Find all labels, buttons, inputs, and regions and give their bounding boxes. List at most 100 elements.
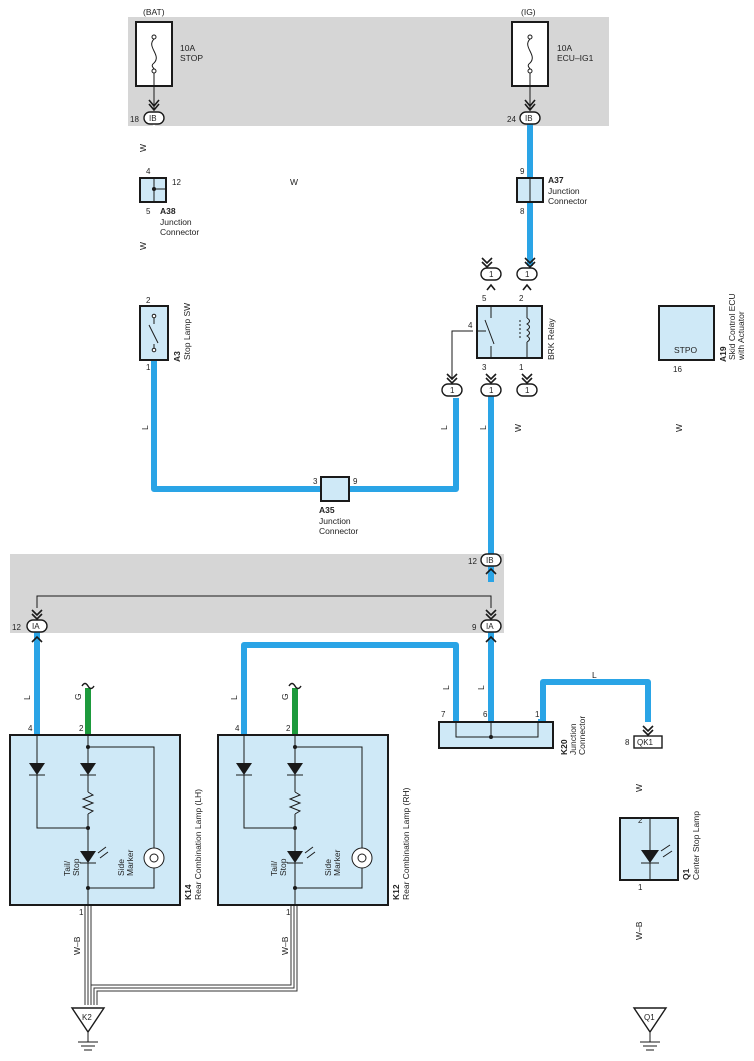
pin-numbers: 18 24 4 12 5 9 8 2 1 5 2 4 3 1 16 3 9 12… xyxy=(12,115,682,917)
svg-text:G: G xyxy=(73,693,83,700)
inline-1-label-b: 1 xyxy=(525,270,530,279)
svg-text:12: 12 xyxy=(12,623,21,632)
a38-junction-connector xyxy=(139,177,167,203)
fuse-stop-name: STOP xyxy=(180,53,203,63)
svg-text:G: G xyxy=(280,693,290,700)
svg-text:W–B: W–B xyxy=(280,936,290,955)
k12-side-2: Marker xyxy=(332,849,342,876)
a3-id: A3 xyxy=(172,351,182,362)
ground-k2 xyxy=(70,1007,106,1051)
svg-text:1: 1 xyxy=(286,908,291,917)
k12-tail-2: Stop xyxy=(278,858,288,876)
svg-text:12: 12 xyxy=(468,557,477,566)
a35-junction-connector xyxy=(320,476,350,502)
a35-name-2: Connector xyxy=(319,526,358,536)
svg-text:18: 18 xyxy=(130,115,139,124)
green-wires xyxy=(85,688,298,735)
svg-text:2: 2 xyxy=(146,296,151,305)
svg-text:L: L xyxy=(439,425,449,430)
svg-text:W: W xyxy=(513,424,523,432)
fuse-ecu-amp: 10A xyxy=(557,43,572,53)
svg-text:1: 1 xyxy=(638,883,643,892)
a35-name-1: Junction xyxy=(319,516,351,526)
svg-text:W: W xyxy=(674,424,684,432)
k2-ground-label: K2 xyxy=(82,1013,92,1022)
svg-text:W: W xyxy=(290,177,298,187)
fuse-stop-amp: 10A xyxy=(180,43,195,53)
svg-text:W–B: W–B xyxy=(634,921,644,940)
a19-skid-control-ecu xyxy=(658,305,715,361)
svg-text:8: 8 xyxy=(625,738,630,747)
ia-label-right: IA xyxy=(486,622,494,631)
k14-tail-2: Stop xyxy=(71,858,81,876)
svg-text:L: L xyxy=(140,425,150,430)
svg-text:L: L xyxy=(22,695,32,700)
a37-name-1: Junction xyxy=(548,186,580,196)
a37-name-2: Connector xyxy=(548,196,587,206)
k12-id: K12 xyxy=(391,884,401,900)
fuse-ecu-name: ECU–IG1 xyxy=(557,53,594,63)
connector-arrows xyxy=(31,99,654,737)
ib-label-left: IB xyxy=(149,114,157,123)
ground-q1 xyxy=(632,1007,668,1051)
fuse-stop xyxy=(135,21,173,110)
blue-wires xyxy=(34,124,651,735)
a19-name-2: with Actuator xyxy=(736,311,746,361)
k12-side-1: Side xyxy=(323,859,333,876)
junction-block-mid-panel xyxy=(10,554,504,633)
k14-side-2: Marker xyxy=(125,849,135,876)
q1-name: Center Stop Lamp xyxy=(691,811,701,880)
ib-connector-left xyxy=(143,111,165,125)
k12-name: Rear Combination Lamp (RH) xyxy=(401,787,411,900)
ib-connector-mid xyxy=(480,553,502,567)
a38-name-1: Junction xyxy=(160,217,192,227)
svg-text:2: 2 xyxy=(79,724,84,733)
wire-color-labels: W W W L L L W W L G L G L L L W W–B W–B … xyxy=(22,144,684,955)
a19-id: A19 xyxy=(718,346,728,362)
ib-label-mid: IB xyxy=(486,556,494,565)
svg-text:12: 12 xyxy=(172,178,181,187)
ib-label-right: IB xyxy=(525,114,533,123)
svg-text:5: 5 xyxy=(482,294,487,303)
a37-junction-connector xyxy=(516,177,544,203)
k20-name-2: Connector xyxy=(577,716,587,755)
svg-text:6: 6 xyxy=(483,710,488,719)
svg-text:L: L xyxy=(592,670,597,680)
k14-id: K14 xyxy=(183,884,193,900)
svg-text:9: 9 xyxy=(520,167,525,176)
a38-name-2: Connector xyxy=(160,227,199,237)
svg-text:4: 4 xyxy=(146,167,151,176)
svg-text:8: 8 xyxy=(520,207,525,216)
ig-label: (IG) xyxy=(521,7,536,17)
thin-lines xyxy=(36,330,492,608)
k12-tail-1: Tail/ xyxy=(269,860,279,876)
k20-id: K20 xyxy=(559,739,569,755)
qk1-label: QK1 xyxy=(637,738,654,747)
inline-1-relay-5 xyxy=(480,267,502,281)
svg-text:L: L xyxy=(229,695,239,700)
brk-relay xyxy=(476,305,543,359)
a3-name: Stop Lamp SW xyxy=(182,303,192,360)
a19-terminal: STPO xyxy=(674,345,698,355)
svg-text:7: 7 xyxy=(441,710,446,719)
inline-1-label-d: 1 xyxy=(489,386,494,395)
svg-text:1: 1 xyxy=(79,908,84,917)
ib-connector-right xyxy=(519,111,541,125)
brk-relay-name: BRK Relay xyxy=(546,318,556,360)
q1-center-stop-lamp xyxy=(619,817,679,881)
inline-1-label-e: 1 xyxy=(525,386,530,395)
svg-text:4: 4 xyxy=(28,724,33,733)
svg-text:W: W xyxy=(634,784,644,792)
inline-1-label-c: 1 xyxy=(450,386,455,395)
inline-connectors xyxy=(26,111,663,749)
svg-text:L: L xyxy=(441,685,451,690)
svg-text:5: 5 xyxy=(146,207,151,216)
a38-id: A38 xyxy=(160,206,176,216)
svg-text:3: 3 xyxy=(313,477,318,486)
k20-junction-connector xyxy=(438,721,554,749)
inline-1-label-a: 1 xyxy=(489,270,494,279)
svg-text:1: 1 xyxy=(146,363,151,372)
svg-text:W: W xyxy=(138,242,148,250)
q1-ground-label: Q1 xyxy=(644,1013,655,1022)
